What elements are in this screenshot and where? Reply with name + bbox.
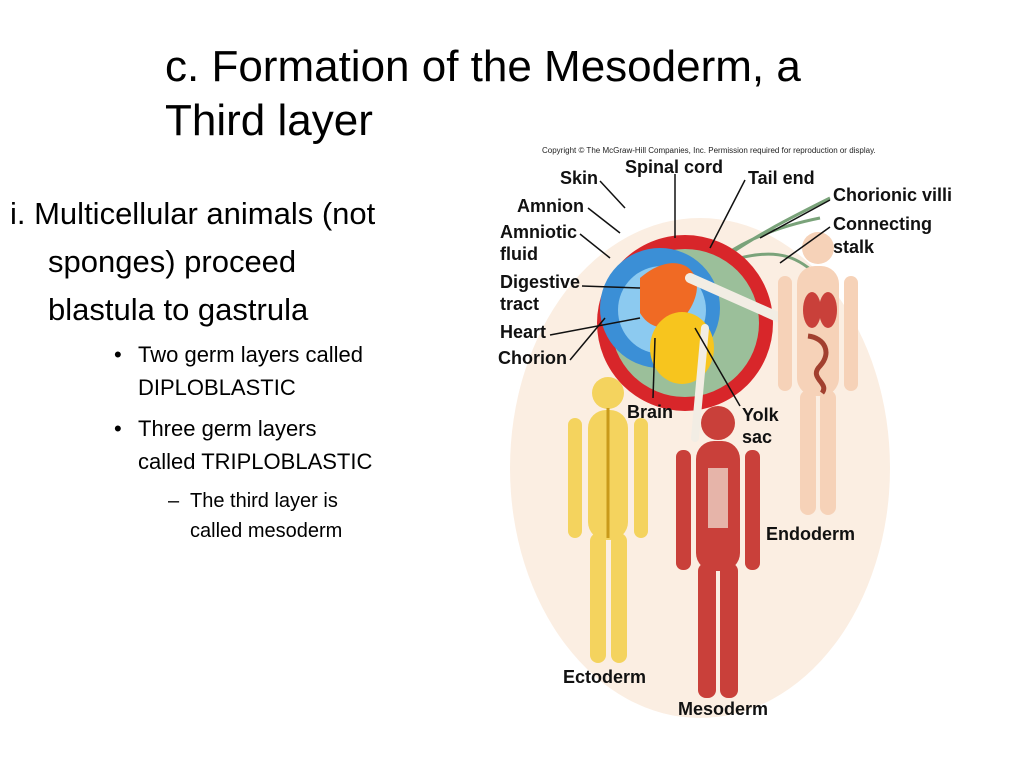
ectoderm-right-leg bbox=[611, 533, 627, 663]
endoderm-left-arm bbox=[778, 276, 792, 391]
label-skin: Skin bbox=[560, 168, 598, 188]
label-chorion: Chorion bbox=[498, 348, 567, 368]
mesoderm-figure bbox=[676, 406, 760, 698]
endoderm-right-arm bbox=[844, 276, 858, 391]
embryo-body bbox=[640, 263, 697, 328]
label-ectoderm: Ectoderm bbox=[563, 667, 646, 687]
label-amniotic-line-2: fluid bbox=[500, 244, 538, 264]
endoderm-left-leg bbox=[800, 390, 816, 515]
slide-title-line-1: c. Formation of the Mesoderm, a bbox=[165, 42, 801, 91]
endoderm-lung-left bbox=[803, 292, 821, 328]
ectoderm-figure bbox=[568, 377, 648, 663]
endoderm-lung-right bbox=[819, 292, 837, 328]
label-connecting-line-1: Connecting bbox=[833, 214, 932, 234]
endoderm-gut bbox=[807, 333, 829, 395]
ectoderm-left-arm bbox=[568, 418, 582, 538]
label-endoderm: Endoderm bbox=[766, 524, 855, 544]
label-tail-end: Tail end bbox=[748, 168, 815, 188]
ectoderm-right-arm bbox=[634, 418, 648, 538]
endoderm-head bbox=[802, 232, 834, 264]
arrow-to-ectoderm bbox=[691, 324, 709, 442]
label-yolk-line-1: Yolk bbox=[742, 405, 780, 425]
germ-layers-figure: Copyright © The McGraw-Hill Companies, I… bbox=[490, 138, 970, 728]
label-chorionic-villi: Chorionic villi bbox=[833, 185, 952, 205]
label-mesoderm: Mesoderm bbox=[678, 699, 768, 719]
subbullet-mesoderm: The third layer is called mesoderm bbox=[168, 486, 365, 546]
label-digestive-line-2: tract bbox=[500, 294, 539, 314]
main-point: i. Multicellular animals (not sponges) p… bbox=[10, 196, 376, 327]
mesoderm-right-leg bbox=[720, 563, 738, 698]
slide-title: c. Formation of the Mesoderm, a Third la… bbox=[165, 40, 965, 148]
mesoderm-right-arm bbox=[745, 450, 760, 570]
mesoderm-left-arm bbox=[676, 450, 691, 570]
slide-title-line-2: Third layer bbox=[165, 96, 373, 145]
label-digestive-line-1: Digestive bbox=[500, 272, 580, 292]
endoderm-right-leg bbox=[820, 390, 836, 515]
ectoderm-head bbox=[592, 377, 624, 409]
ectoderm-left-leg bbox=[590, 533, 606, 663]
label-spinal-cord: Spinal cord bbox=[625, 157, 723, 177]
embryo-diagram bbox=[597, 196, 831, 442]
leader-lines bbox=[549, 174, 831, 407]
label-amnion: Amnion bbox=[517, 196, 584, 216]
label-amniotic-line-1: Amniotic bbox=[500, 222, 577, 242]
slide-body: i. Multicellular animals (not sponges) p… bbox=[10, 190, 380, 546]
germ-layers-illustration: Copyright © The McGraw-Hill Companies, I… bbox=[498, 146, 952, 719]
bullet-diploblastic: Two germ layers called DIPLOBLASTIC bbox=[114, 338, 378, 404]
mesoderm-head bbox=[701, 406, 735, 440]
connecting-stalk bbox=[685, 273, 785, 323]
bullet-triploblastic: Three germ layers called TRIPLOBLASTIC bbox=[114, 412, 378, 478]
mesoderm-skeleton bbox=[708, 468, 728, 528]
label-connecting-line-2: stalk bbox=[833, 237, 875, 257]
label-heart: Heart bbox=[500, 322, 546, 342]
mesoderm-left-leg bbox=[698, 563, 716, 698]
endoderm-figure bbox=[778, 232, 858, 515]
label-yolk-line-2: sac bbox=[742, 427, 772, 447]
copyright-notice: Copyright © The McGraw-Hill Companies, I… bbox=[542, 146, 876, 155]
label-brain: Brain bbox=[627, 402, 673, 422]
